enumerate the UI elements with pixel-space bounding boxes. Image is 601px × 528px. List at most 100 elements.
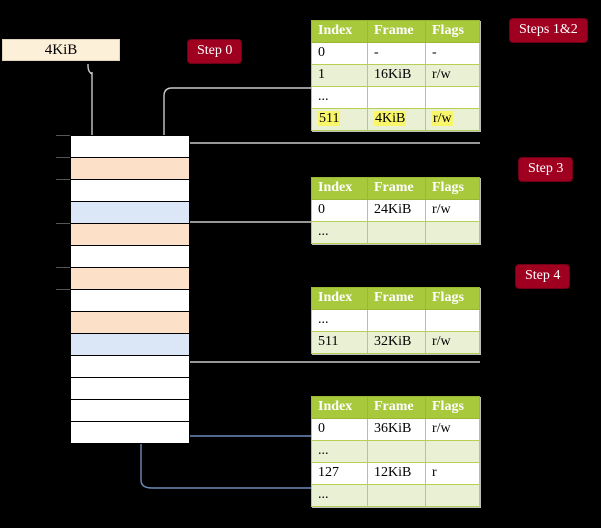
highlighted-value: 511 [318, 111, 341, 126]
memory-frame [71, 422, 189, 444]
column-header-frame: Frame [367, 396, 426, 419]
step-3-badge: Step 3 [519, 158, 573, 181]
table-row: ... [311, 221, 480, 244]
frame-tick [56, 289, 70, 290]
step-4-label: Step 4 [525, 268, 561, 283]
column-header-flags: Flags [425, 177, 480, 200]
memory-frame [71, 268, 189, 290]
cell-flags: r/w [425, 418, 480, 441]
cell-index: ... [311, 440, 368, 463]
physical-memory-column [70, 135, 190, 444]
memory-frame [71, 158, 189, 180]
virtual-page-label: 4KiB [44, 41, 78, 58]
highlighted-value: r/w [432, 111, 453, 126]
cell-flags [425, 484, 480, 507]
cell-frame: 36KiB [367, 418, 426, 441]
column-header-index: Index [311, 20, 368, 43]
column-header-frame: Frame [367, 287, 426, 310]
table-row: ... [311, 309, 480, 332]
table-row: ... [311, 484, 480, 507]
frame-tick [56, 179, 70, 180]
frame-tick [56, 135, 70, 136]
cell-flags: r/w [425, 199, 480, 222]
cell-flags [425, 440, 480, 463]
memory-frame [71, 246, 189, 268]
memory-frame [71, 136, 189, 158]
cell-flags: r/w [425, 331, 480, 354]
column-header-flags: Flags [425, 396, 480, 419]
frame-tick [56, 267, 70, 268]
memory-frame [71, 290, 189, 312]
cell-flags [425, 86, 480, 109]
column-header-frame: Frame [367, 20, 426, 43]
steps-1-2-label: Steps 1&2 [519, 22, 578, 37]
cell-index: 0 [311, 42, 368, 65]
table-row: ... [311, 440, 480, 463]
cell-flags [425, 221, 480, 244]
column-header-index: Index [311, 177, 368, 200]
table-row: 511 4KiB r/w [311, 108, 480, 131]
column-header-flags: Flags [425, 287, 480, 310]
cell-index: ... [311, 221, 368, 244]
table-row: ... [311, 86, 480, 109]
memory-frame [71, 334, 189, 356]
cell-index: 511 [311, 108, 368, 131]
cell-index: 127 [311, 462, 368, 485]
frame-tick [56, 157, 70, 158]
frame-tick [56, 223, 70, 224]
virtual-page-box: 4KiB [2, 39, 120, 61]
step-3-label: Step 3 [528, 161, 564, 176]
table-row: 0-- [311, 42, 480, 65]
cell-frame [367, 440, 426, 463]
cell-frame: 24KiB [367, 199, 426, 222]
cell-frame: 4KiB [367, 108, 426, 131]
cell-frame [367, 221, 426, 244]
cell-frame: - [367, 42, 426, 65]
cell-index: ... [311, 484, 368, 507]
memory-frame [71, 400, 189, 422]
cell-frame [367, 86, 426, 109]
cell-flags: r/w [425, 64, 480, 87]
cell-index: ... [311, 86, 368, 109]
memory-frame [71, 224, 189, 246]
cell-flags [425, 309, 480, 332]
memory-frame [71, 202, 189, 224]
highlighted-value: 4KiB [374, 111, 407, 126]
cell-flags: r/w [425, 108, 480, 131]
cell-index: 0 [311, 199, 368, 222]
cell-frame [367, 309, 426, 332]
cell-index: 1 [311, 64, 368, 87]
memory-frame [71, 312, 189, 334]
cell-index: 0 [311, 418, 368, 441]
memory-frame [71, 180, 189, 202]
memory-frame [71, 356, 189, 378]
column-header-index: Index [311, 287, 368, 310]
cell-frame: 32KiB [367, 331, 426, 354]
cell-flags: r [425, 462, 480, 485]
cell-index: 511 [311, 331, 368, 354]
cell-flags: - [425, 42, 480, 65]
cell-frame [367, 484, 426, 507]
step-0-label: Step 0 [197, 43, 233, 58]
column-header-frame: Frame [367, 177, 426, 200]
column-header-index: Index [311, 396, 368, 419]
cell-frame: 12KiB [367, 462, 426, 485]
steps-1-2-badge: Steps 1&2 [510, 19, 587, 42]
step-0-badge: Step 0 [188, 40, 242, 63]
step-4-badge: Step 4 [516, 265, 570, 288]
column-header-flags: Flags [425, 20, 480, 43]
